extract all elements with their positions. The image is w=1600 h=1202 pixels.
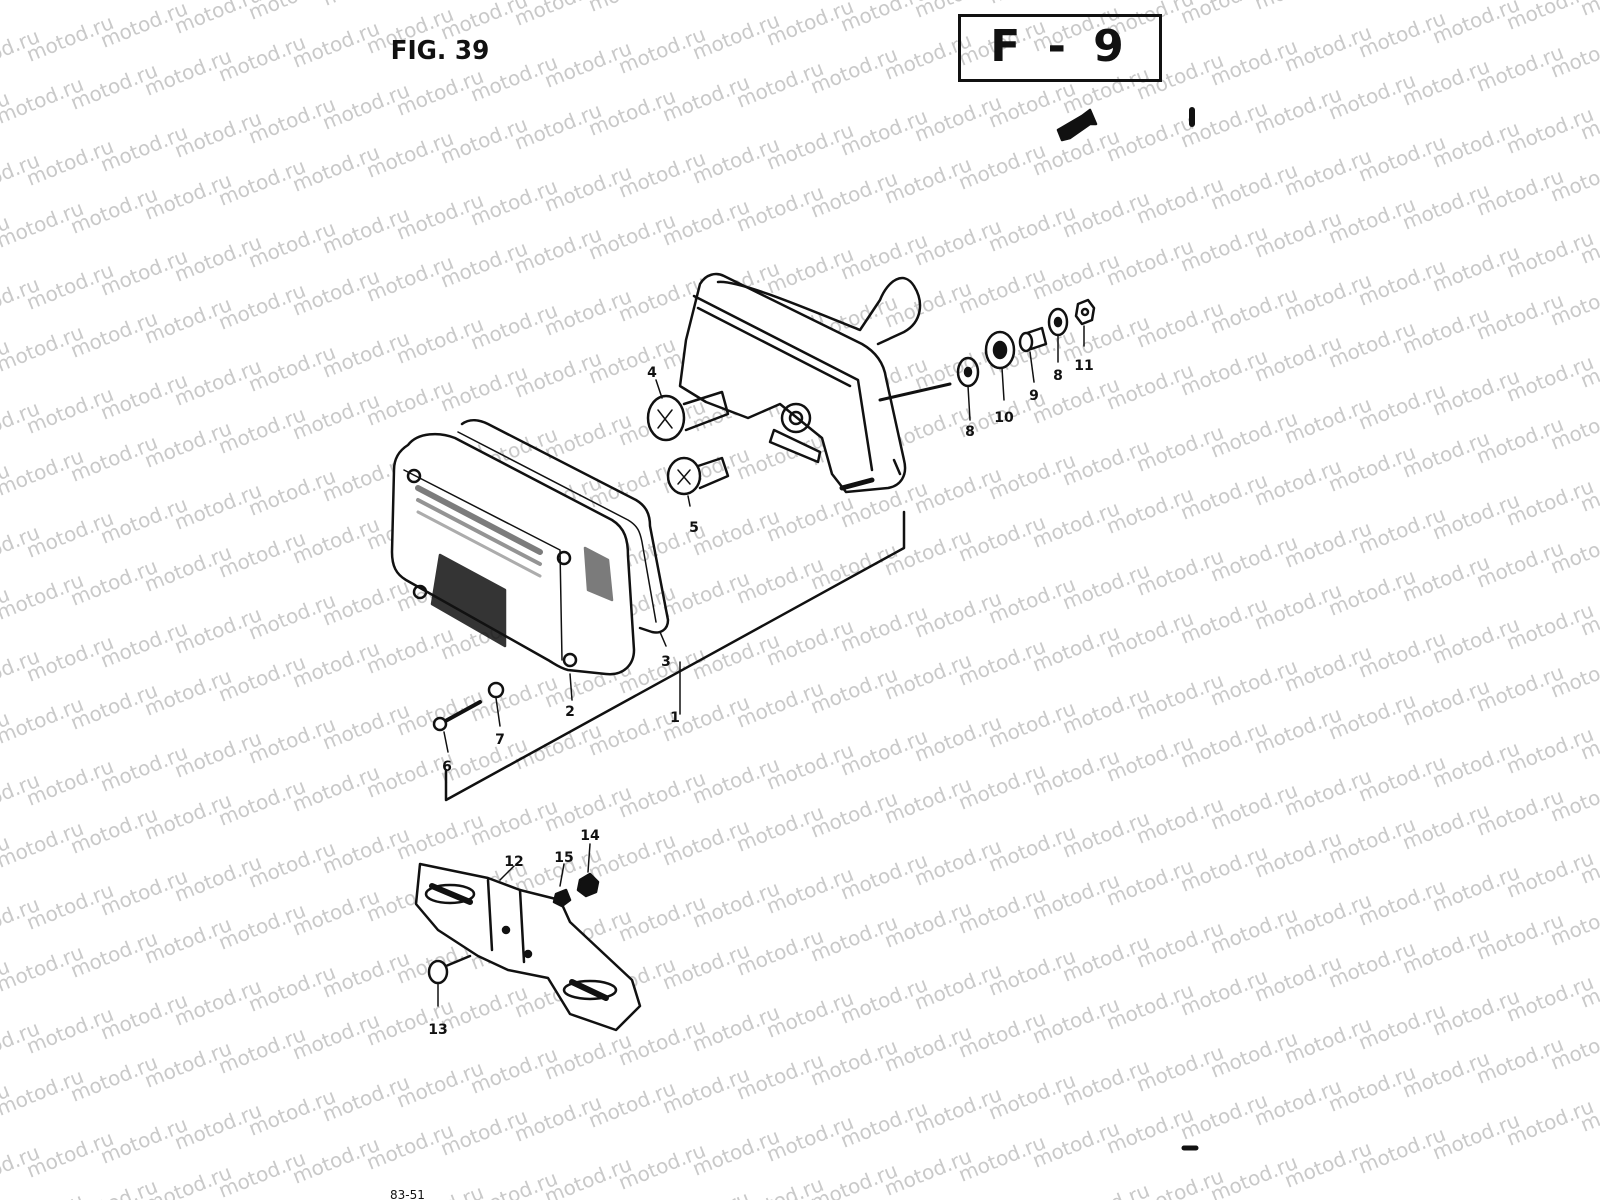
cap-7-drawing bbox=[487, 681, 505, 699]
watermark-text: motod.ru bbox=[659, 1186, 753, 1200]
part-number-label: 12 bbox=[504, 854, 523, 870]
part-number-label: 10 bbox=[994, 410, 1014, 426]
nut-14-drawing bbox=[576, 872, 600, 898]
watermark-text: motod.ru bbox=[0, 1188, 87, 1200]
part-number-label: 4 bbox=[647, 365, 657, 381]
page-footer: 83-51 bbox=[390, 1188, 425, 1202]
part-number-label: 13 bbox=[428, 1022, 447, 1038]
part-number-label: 15 bbox=[554, 850, 573, 866]
direction-arrow-icon bbox=[1056, 108, 1098, 142]
part-number-label: 9 bbox=[1029, 388, 1039, 404]
nut-11-drawing bbox=[1074, 298, 1096, 326]
lens-drawing bbox=[390, 432, 636, 676]
assembly-bracket bbox=[444, 510, 906, 802]
housing-drawing bbox=[678, 272, 952, 494]
watermark-text: motod.ru bbox=[985, 0, 1079, 9]
nut-15-drawing bbox=[552, 888, 572, 908]
bolt-13-drawing bbox=[427, 954, 472, 985]
bulb-4-drawing bbox=[646, 390, 730, 442]
washer-8b-drawing bbox=[1047, 307, 1069, 337]
watermark-text: motod.ru bbox=[0, 0, 87, 5]
collar-9-drawing bbox=[1018, 326, 1048, 353]
watermark-text: motod.ru bbox=[1251, 0, 1345, 15]
part-number-label: 14 bbox=[580, 828, 600, 844]
watermark-text: motod.ru bbox=[659, 0, 753, 3]
part-number-label: 1 bbox=[670, 710, 680, 726]
part-number-label: 8 bbox=[965, 424, 975, 440]
part-number-label: 11 bbox=[1074, 358, 1093, 374]
watermark-text: motod.ru bbox=[1325, 0, 1419, 1]
figure-label: FIG. 39 bbox=[390, 36, 490, 66]
bulb-5-drawing bbox=[666, 456, 730, 496]
page-code-box: F - 9 bbox=[958, 14, 1162, 82]
part-number-label: 3 bbox=[661, 654, 671, 670]
gasket-drawing bbox=[460, 419, 670, 634]
part-number-label: 7 bbox=[495, 732, 505, 748]
part-number-label: 8 bbox=[1053, 368, 1063, 384]
watermark-text: motod.ru bbox=[585, 0, 679, 17]
page-code: F - 9 bbox=[990, 21, 1130, 72]
grommet-10-drawing bbox=[984, 330, 1016, 370]
watermark-text: motod.ru bbox=[319, 0, 413, 11]
plate-bracket-drawing bbox=[414, 862, 642, 1032]
part-number-label: 5 bbox=[689, 520, 699, 536]
part-number-label: 2 bbox=[565, 704, 575, 720]
part-number-label: 6 bbox=[442, 759, 452, 775]
screw-6-drawing bbox=[438, 700, 482, 726]
watermark-text: motod.ru bbox=[1577, 0, 1600, 21]
